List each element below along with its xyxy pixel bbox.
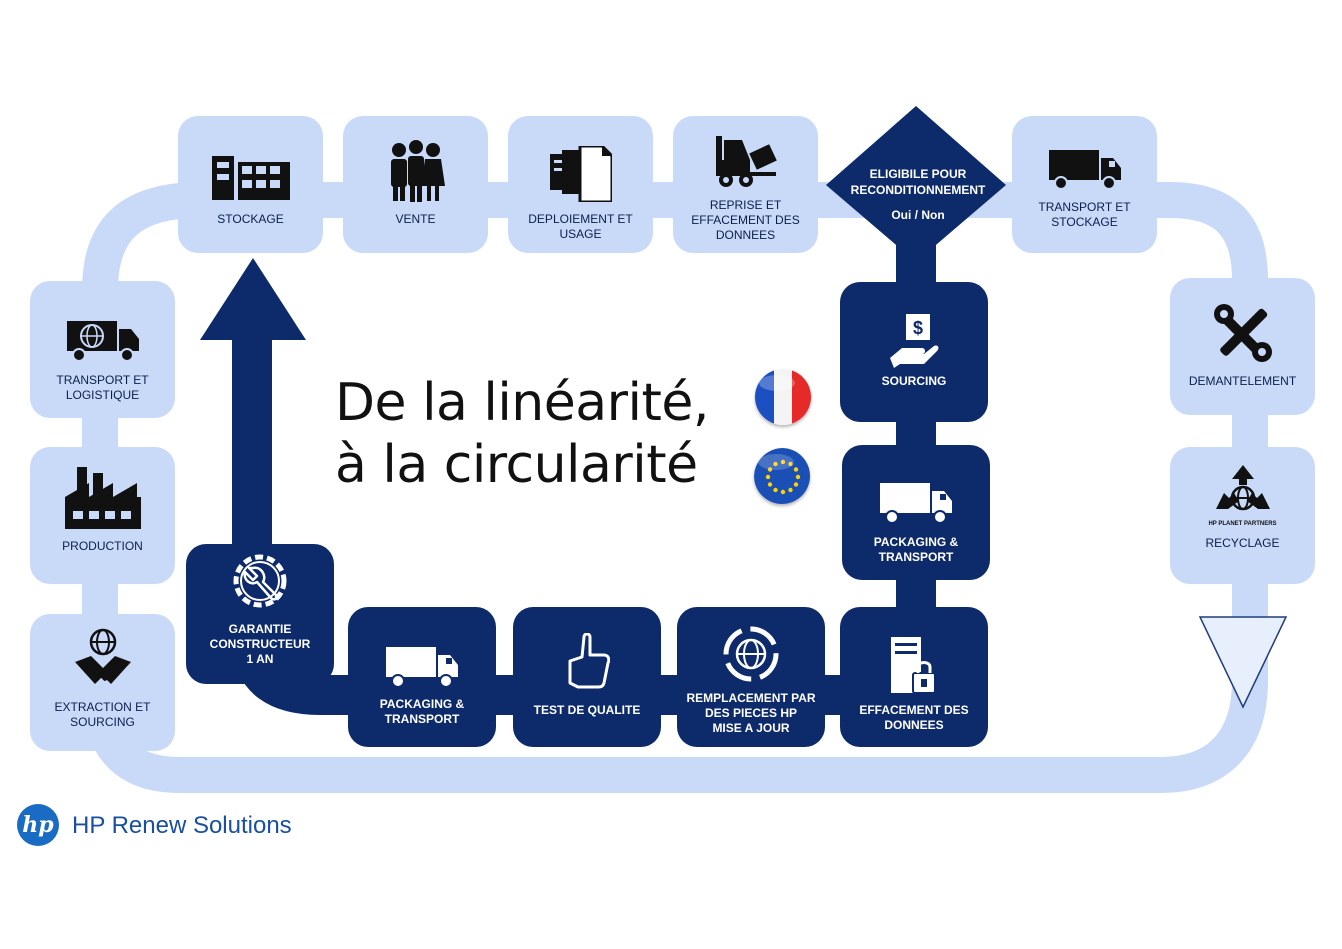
step-effacement: EFFACEMENT DES DONNEES xyxy=(840,607,988,747)
step-label: SOURCING xyxy=(881,374,947,388)
step-sourcing: $ SOURCING xyxy=(840,282,988,422)
step-label: RECYCLAGE xyxy=(1205,536,1280,550)
step-label: PACKAGING & TRANSPORT xyxy=(873,535,959,564)
step-label: TRANSPORT ET STOCKAGE xyxy=(1038,200,1131,229)
svg-text:$: $ xyxy=(913,318,923,338)
hp-logo: hp xyxy=(17,804,59,846)
thumbs-up-icon xyxy=(564,625,610,689)
decision-label: ELIGIBILE POUR RECONDITIONNEMENT Oui / N… xyxy=(838,166,998,223)
truck-icon xyxy=(386,629,458,689)
step-recyclage: HP PLANET PARTNERS RECYCLAGE xyxy=(1170,447,1315,584)
decision-options: Oui / Non xyxy=(891,208,945,222)
step-remplacement: REMPLACEMENT PAR DES PIECES HP MISE A JO… xyxy=(677,607,825,747)
step-label: TEST DE QUALITE xyxy=(533,703,641,717)
step-deploiement: DEPLOIEMENT ET USAGE xyxy=(508,116,653,253)
step-label: DEPLOIEMENT ET USAGE xyxy=(528,212,633,241)
step-label: PRODUCTION xyxy=(62,539,143,553)
step-label: STOCKAGE xyxy=(217,212,284,226)
step-label: PACKAGING & TRANSPORT xyxy=(379,697,465,726)
globe-truck-icon xyxy=(66,297,139,363)
step-packaging-right: PACKAGING & TRANSPORT xyxy=(842,445,990,580)
tools-icon xyxy=(1212,294,1274,364)
step-test: TEST DE QUALITE xyxy=(513,607,661,747)
up-arrow-shaft xyxy=(232,335,272,565)
handshake-globe-icon xyxy=(74,628,131,690)
recycle-globe-icon xyxy=(1214,461,1272,519)
factory-icon xyxy=(64,463,141,529)
step-transport-logistique: TRANSPORT ET LOGISTIQUE xyxy=(30,281,175,418)
hp-logo-text: hp xyxy=(22,812,54,838)
step-vente: VENTE xyxy=(343,116,488,253)
step-label: TRANSPORT ET LOGISTIQUE xyxy=(56,373,149,402)
step-production: PRODUCTION xyxy=(30,447,175,584)
warehouse-icon xyxy=(211,132,290,202)
outer-arrowhead xyxy=(1198,616,1288,709)
globe-cycle-icon xyxy=(722,621,780,683)
money-hand-icon: $ xyxy=(888,296,940,370)
truck-icon xyxy=(880,461,952,525)
step-label: GARANTIE CONSTRUCTEUR 1 AN xyxy=(209,622,311,666)
people-icon xyxy=(385,132,447,202)
step-packaging-bottom: PACKAGING & TRANSPORT xyxy=(348,607,496,747)
step-extraction: EXTRACTION ET SOURCING xyxy=(30,614,175,751)
eu-flag-icon xyxy=(754,448,810,504)
step-label: VENTE xyxy=(395,212,436,226)
step-stockage: STOCKAGE xyxy=(178,116,323,253)
truck-icon xyxy=(1048,132,1121,190)
step-garantie: GARANTIE CONSTRUCTEUR 1 AN xyxy=(186,544,334,684)
brand-name: HP Renew Solutions xyxy=(72,812,292,839)
step-label: REMPLACEMENT PAR DES PIECES HP MISE A JO… xyxy=(686,691,816,735)
server-lock-icon xyxy=(891,631,937,697)
step-label: EFFACEMENT DES DONNEES xyxy=(859,703,969,732)
planet-partners-caption: HP PLANET PARTNERS xyxy=(1208,521,1277,527)
page-title: De la linéarité, à la circularité xyxy=(335,373,709,495)
outer-loop-path xyxy=(82,182,1268,793)
step-label: REPRISE ET EFFACEMENT DES DONNEES xyxy=(691,198,800,242)
decision-question: ELIGIBILE POUR RECONDITIONNEMENT xyxy=(850,167,986,197)
up-arrowhead xyxy=(200,258,306,340)
step-reprise: REPRISE ET EFFACEMENT DES DONNEES xyxy=(673,116,818,253)
gear-wrench-icon xyxy=(223,552,297,616)
forklift-icon xyxy=(714,132,778,188)
step-demantelement: DEMANTELEMENT xyxy=(1170,278,1315,415)
decision-diamond xyxy=(826,106,1006,262)
france-flag-icon xyxy=(755,369,811,425)
documents-icon xyxy=(549,132,612,202)
step-label: EXTRACTION ET SOURCING xyxy=(54,700,151,729)
step-label: DEMANTELEMENT xyxy=(1188,374,1297,388)
step-transport-stockage: TRANSPORT ET STOCKAGE xyxy=(1012,116,1157,253)
